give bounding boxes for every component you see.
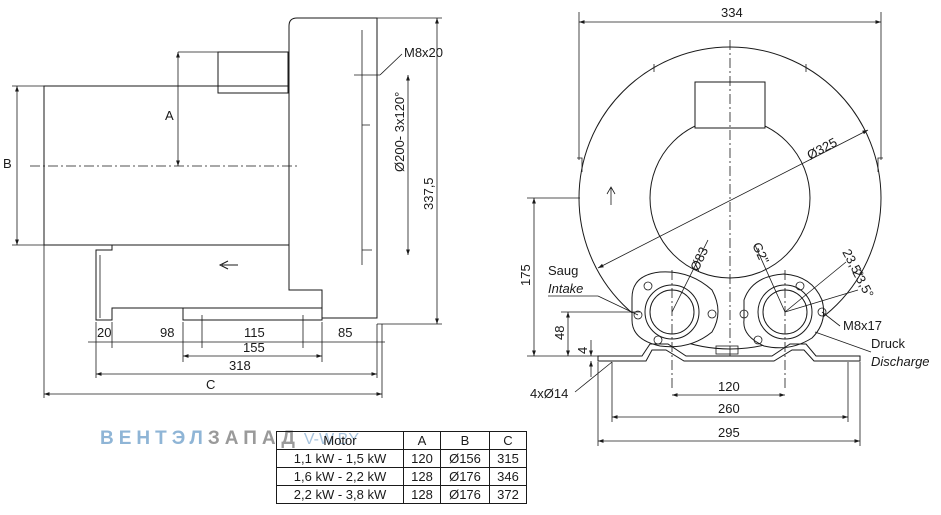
table-row: 1,6 kW - 2,2 kW 128 Ø176 346 xyxy=(276,467,527,486)
dim-98-label: 98 xyxy=(160,325,174,340)
dim-a-label: A xyxy=(165,108,174,123)
housing-dia-label: Ø325 xyxy=(804,134,839,162)
foot-holes-label: 4xØ14 xyxy=(530,386,568,401)
port-dia-label: Ø83 xyxy=(687,245,711,274)
height-175-label: 175 xyxy=(518,264,533,286)
table-row: 2,2 kW - 3,8 kW 128 Ø176 372 xyxy=(276,485,527,504)
angle-2-label: 23,5° xyxy=(849,266,877,300)
dim-c-label: C xyxy=(206,377,215,392)
table-header-motor: Motor xyxy=(276,431,404,450)
watermark-brand-blue: ВЕНТЭЛ xyxy=(100,428,208,449)
intake-flange xyxy=(631,271,719,348)
thread-m8x20-label: M8x20 xyxy=(404,45,443,60)
table-cell: Ø176 xyxy=(440,467,490,486)
flow-arrow xyxy=(218,260,238,270)
front-view: Ø325 334 Ø83 G2" 23,5° 23,5° xyxy=(518,5,930,446)
table-header-a: A xyxy=(403,431,441,450)
table-header-b: B xyxy=(440,431,490,450)
width-334-label: 334 xyxy=(721,5,743,20)
height-48-label: 48 xyxy=(552,326,567,340)
table-cell: 346 xyxy=(489,467,527,486)
discharge-en-label: Discharge xyxy=(871,354,930,369)
discharge-de-label: Druck xyxy=(871,336,905,351)
dim-85-label: 85 xyxy=(338,325,352,340)
base-foot xyxy=(597,343,861,362)
table-header-row: Motor A B C xyxy=(276,431,527,450)
blower-lower-body xyxy=(95,245,323,321)
table-cell: 128 xyxy=(403,467,441,486)
dim-295-label: 295 xyxy=(718,425,740,440)
port-thread-label: G2" xyxy=(749,240,772,267)
table-row: 1,1 kW - 1,5 kW 120 Ø156 315 xyxy=(276,449,527,468)
terminal-box xyxy=(217,51,289,94)
dim-20-label: 20 xyxy=(97,325,111,340)
dim-260-label: 260 xyxy=(718,401,740,416)
table-cell: Ø156 xyxy=(440,449,490,468)
table-header-c: C xyxy=(489,431,527,450)
motor-spec-table: Motor A B C 1,1 kW - 1,5 kW 120 Ø156 315… xyxy=(276,431,527,504)
flange-thread-label: M8x17 xyxy=(843,318,882,333)
table-cell: 2,2 kW - 3,8 kW xyxy=(276,485,404,504)
table-cell: 1,1 kW - 1,5 kW xyxy=(276,449,404,468)
watermark-brand-gray: ЗАПАД xyxy=(207,428,300,449)
dim-155-label: 155 xyxy=(243,340,265,355)
table-cell: 372 xyxy=(489,485,527,504)
height-total-label: 337,5 xyxy=(421,177,436,210)
side-view: A B M8x20 Ø200- 3x120° 337,5 20 98 115 8… xyxy=(3,17,443,398)
blower-housing xyxy=(288,17,378,319)
dim-b-label: B xyxy=(3,156,12,171)
table-cell: Ø176 xyxy=(440,485,490,504)
intake-en-label: Intake xyxy=(548,281,583,296)
foot-4-label: 4 xyxy=(575,347,590,354)
dim-318-label: 318 xyxy=(229,358,251,373)
table-cell: 1,6 kW - 2,2 kW xyxy=(276,467,404,486)
table-cell: 315 xyxy=(489,449,527,468)
intake-de-label: Saug xyxy=(548,263,578,278)
table-cell: 128 xyxy=(403,485,441,504)
table-cell: 120 xyxy=(403,449,441,468)
dim-115-label: 115 xyxy=(244,325,265,340)
bolt-circle-label: Ø200- 3x120° xyxy=(392,92,407,172)
dim-120-label: 120 xyxy=(718,379,740,394)
